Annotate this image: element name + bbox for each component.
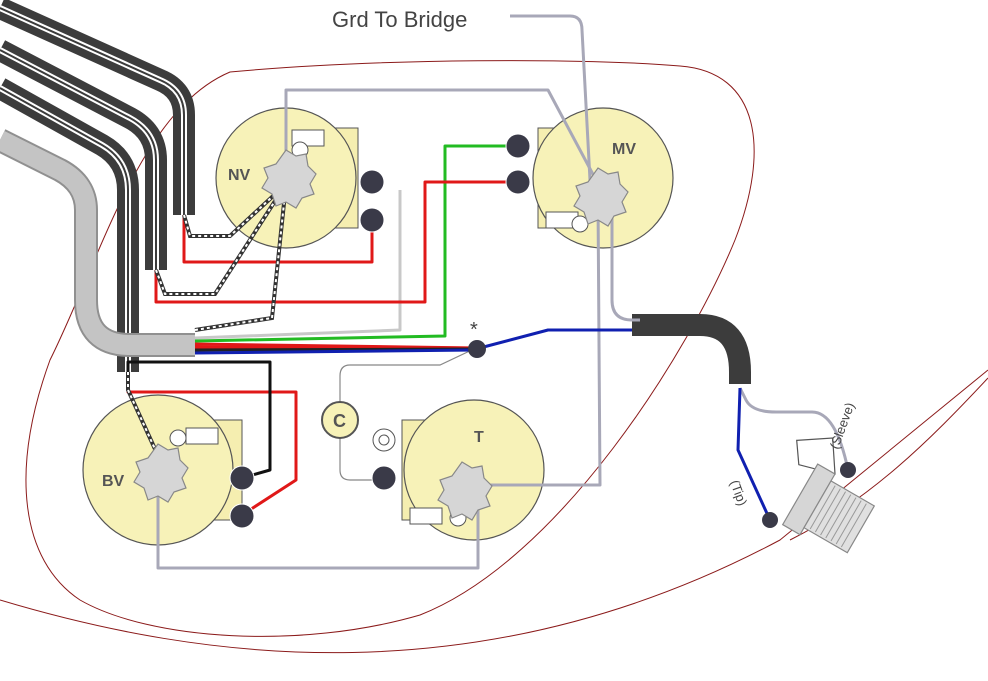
junction-marker: * — [470, 319, 478, 341]
capacitor-leads — [339, 347, 477, 481]
jack-tip-label: (Tip) — [727, 478, 750, 508]
pot-label-t: T — [474, 429, 484, 446]
pot-label-mv: MV — [612, 141, 636, 158]
pot-label-bv: BV — [102, 473, 125, 490]
junction-point — [468, 340, 486, 358]
shield-braid-leads — [126, 182, 288, 461]
capacitor — [321, 401, 359, 439]
ground-callout-label: Grd To Bridge — [332, 7, 467, 32]
jack-tip-lug — [762, 512, 778, 528]
guitar-body-edge-lower — [0, 369, 988, 654]
pot-label-nv: NV — [228, 167, 251, 184]
jack-sleeve-lug — [840, 462, 856, 478]
ground-wires — [156, 14, 850, 570]
pot-lugs — [229, 133, 531, 529]
capacitor-label: C — [333, 411, 346, 431]
output-jack — [781, 437, 876, 554]
shielded-cables — [0, 0, 751, 384]
pot-shafts — [133, 149, 629, 521]
